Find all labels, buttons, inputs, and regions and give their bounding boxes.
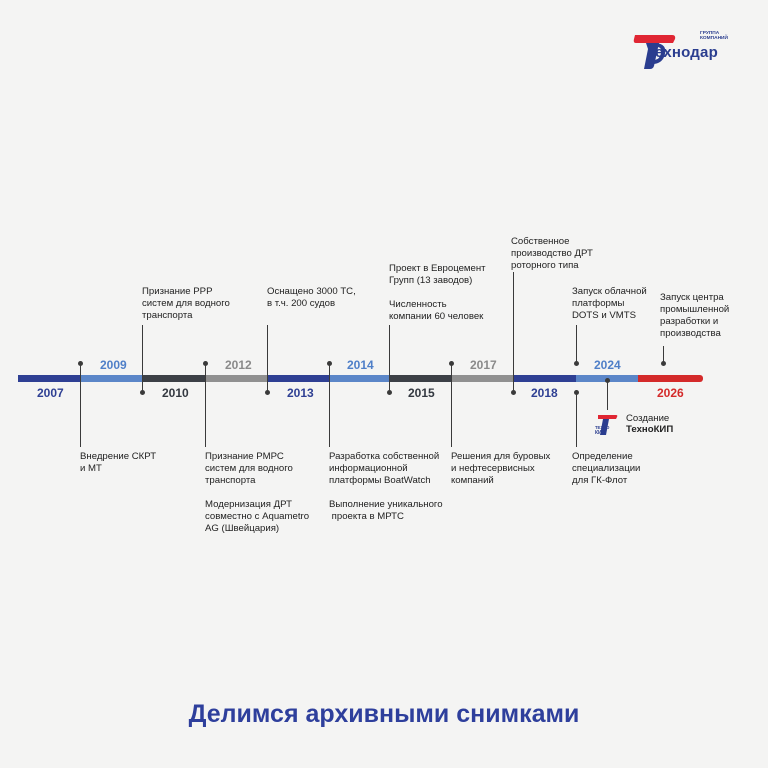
year-label-2015: 2015 (408, 386, 435, 400)
year-label-2010: 2010 (162, 386, 189, 400)
connector-dot-2013 (327, 361, 332, 366)
connector-dot-2024-technokip (605, 378, 610, 383)
connector-2026 (663, 346, 664, 365)
page-title: Делимся архивными снимками (188, 700, 580, 728)
year-label-2013: 2013 (287, 386, 314, 400)
connector-dot-2017 (511, 390, 516, 395)
segment-2014 (329, 375, 389, 382)
connector-dot-2014 (387, 390, 392, 395)
segment-2017 (451, 375, 513, 382)
connector-2010 (205, 365, 206, 447)
logo-wordmark: ехнодар (655, 44, 718, 61)
event-2012-1: Оснащено 3000 ТС,в т.ч. 200 судов (267, 286, 356, 309)
year-label-2026: 2026 (657, 386, 684, 400)
connector-2024-technokip (607, 382, 608, 410)
connector-2013 (329, 365, 330, 447)
segment-2026 (638, 375, 703, 382)
technokip-badge-text-2: КИП (595, 430, 606, 436)
segment-2013 (267, 375, 329, 382)
logo-tagline: ГРУППА КОМПАНИЙ (700, 31, 728, 42)
connector-dot-2010 (203, 361, 208, 366)
year-label-2024: 2024 (594, 358, 621, 372)
segment-2012 (205, 375, 267, 382)
connector-2015 (451, 365, 452, 447)
year-label-2018: 2018 (531, 386, 558, 400)
segment-2010 (142, 375, 205, 382)
connector-dot-2009 (140, 390, 145, 395)
technokip-logo-icon: ТЕХНО КИП (595, 415, 618, 436)
connector-dot-2018-specialization (574, 390, 579, 395)
year-label-2012: 2012 (225, 358, 252, 372)
year-label-2007: 2007 (37, 386, 64, 400)
segment-2009 (80, 375, 142, 382)
segment-2015 (389, 375, 451, 382)
segment-2007 (18, 375, 80, 382)
connector-2018-cloud (576, 325, 577, 365)
connector-2014 (389, 325, 390, 393)
segment-2018 (513, 375, 576, 382)
connector-2018-specialization (576, 393, 577, 447)
connector-dot-2015 (449, 361, 454, 366)
connector-dot-2007 (78, 361, 83, 366)
tekhnodar-logo-icon (633, 35, 676, 69)
connector-dot-2026 (661, 361, 666, 366)
connector-2017 (513, 272, 514, 393)
year-label-2009: 2009 (100, 358, 127, 372)
connector-2007 (80, 365, 81, 447)
year-label-2014: 2014 (347, 358, 374, 372)
connector-2009 (142, 325, 143, 393)
year-label-2017: 2017 (470, 358, 497, 372)
connector-dot-2018-cloud (574, 361, 579, 366)
connector-2012 (267, 325, 268, 393)
technokip-caption: Создание ТехноКИП (626, 413, 674, 435)
technokip-badge-text-1: ТЕХНО (595, 425, 610, 430)
connector-dot-2012 (265, 390, 270, 395)
